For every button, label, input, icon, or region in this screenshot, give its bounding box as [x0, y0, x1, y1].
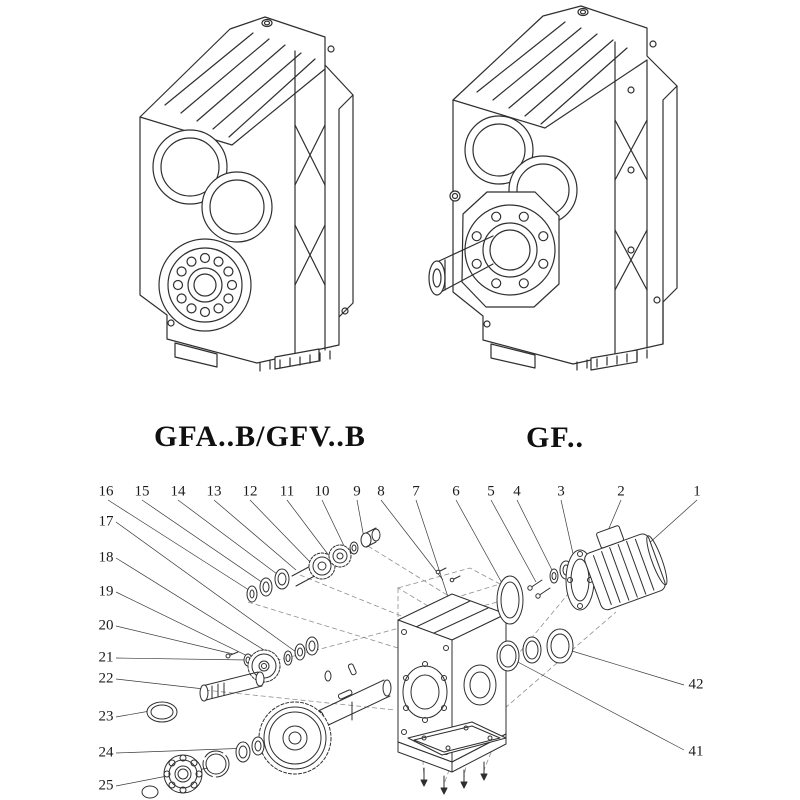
input-shaft-assembly — [246, 527, 381, 603]
gear-bores — [464, 115, 578, 225]
retaining-rings — [496, 628, 574, 672]
intermediate-shaft — [199, 671, 265, 702]
callout-19: 19 — [98, 583, 114, 600]
callout-4: 4 — [513, 483, 521, 500]
callout-12: 12 — [242, 483, 258, 500]
output-bearing — [158, 238, 252, 332]
callout-42: 42 — [688, 676, 704, 693]
gearbox-gf-lineart — [428, 5, 678, 371]
intermediate-gear-cluster — [225, 636, 319, 683]
output-gear — [258, 701, 332, 775]
output-shaft — [428, 235, 494, 296]
callout-15: 15 — [134, 483, 150, 500]
mounting-feet — [490, 343, 648, 371]
callout-11: 11 — [279, 483, 295, 500]
callout-6: 6 — [452, 483, 460, 500]
callout-9: 9 — [353, 483, 361, 500]
gearbox-gfab-lineart — [139, 16, 354, 372]
lower-bearing-cluster — [141, 736, 265, 799]
callout-22: 22 — [98, 670, 114, 687]
callout-14: 14 — [170, 483, 186, 500]
gearbox-drawing-gfab — [105, 5, 405, 395]
callout-23: 23 — [98, 708, 114, 725]
callout-8: 8 — [377, 483, 385, 500]
model-label-gfab: GFA..B/GFV..B — [154, 420, 366, 453]
exploded-view-lineart — [107, 499, 698, 799]
callout-18: 18 — [98, 549, 114, 566]
cover-plate-and-bolts — [407, 721, 507, 795]
exploded-view — [0, 480, 800, 800]
top-plug — [577, 7, 589, 17]
callout-21: 21 — [98, 649, 114, 666]
callout-16: 16 — [98, 483, 114, 500]
callout-25: 25 — [98, 777, 114, 794]
gear-bores — [152, 129, 273, 243]
callout-leader-lines — [107, 499, 698, 787]
callout-3: 3 — [557, 483, 565, 500]
model-label-gf: GF.. — [526, 421, 584, 454]
callout-2: 2 — [617, 483, 625, 500]
callout-24: 24 — [98, 744, 114, 761]
gearbox-housing — [397, 567, 507, 773]
output-flange — [461, 191, 560, 308]
callout-17: 17 — [98, 513, 114, 530]
side-plug — [449, 190, 461, 202]
gearbox-drawing-gf — [415, 0, 715, 395]
top-ribs — [164, 32, 316, 138]
oil-seal — [146, 701, 178, 723]
gasket-and-fasteners — [496, 560, 573, 625]
callout-20: 20 — [98, 617, 114, 634]
mounting-feet — [174, 342, 331, 372]
top-ribs — [476, 21, 628, 125]
callout-10: 10 — [314, 483, 330, 500]
callout-5: 5 — [487, 483, 495, 500]
callout-7: 7 — [412, 483, 420, 500]
callout-1: 1 — [693, 483, 701, 500]
callout-41: 41 — [688, 743, 704, 760]
top-plug — [261, 18, 273, 28]
motor-assembly — [565, 525, 668, 611]
callout-13: 13 — [206, 483, 222, 500]
